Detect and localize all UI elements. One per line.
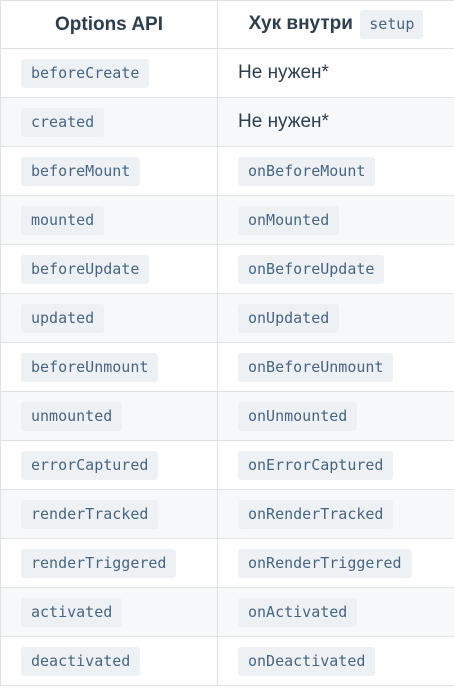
option-name-code: activated — [21, 597, 123, 627]
header-setup-hook: Хук внутри setup — [217, 0, 454, 49]
option-name-code: unmounted — [21, 401, 123, 431]
hook-cell: onUnmounted — [217, 391, 454, 441]
hook-cell: onErrorCaptured — [217, 440, 454, 490]
hook-cell: onDeactivated — [217, 636, 454, 686]
option-name-code: beforeCreate — [21, 58, 150, 88]
option-name-code: updated — [21, 303, 105, 333]
option-name-code: beforeUnmount — [21, 352, 159, 382]
table-row: updated onUpdated — [0, 293, 454, 343]
hook-name-code: onDeactivated — [238, 646, 376, 676]
table-row: renderTriggered onRenderTriggered — [0, 538, 454, 588]
option-name-code: renderTriggered — [21, 548, 177, 578]
hook-cell: onBeforeMount — [217, 146, 454, 196]
hook-cell: onBeforeUnmount — [217, 342, 454, 392]
hook-cell: onRenderTriggered — [217, 538, 454, 588]
table-row: beforeMount onBeforeMount — [0, 146, 454, 196]
table-row: activated onActivated — [0, 587, 454, 637]
hook-name-code: onRenderTriggered — [238, 548, 412, 578]
hook-name-code: onBeforeMount — [238, 156, 376, 186]
table-row: errorCaptured onErrorCaptured — [0, 440, 454, 490]
hook-name-code: onActivated — [238, 597, 358, 627]
table-row: beforeCreate Не нужен* — [0, 48, 454, 98]
option-cell: unmounted — [0, 391, 218, 441]
header-setup-code: setup — [360, 10, 424, 39]
hook-name-code: onRenderTracked — [238, 499, 394, 529]
header-options-api-label: Options API — [54, 13, 164, 35]
option-cell: beforeMount — [0, 146, 218, 196]
option-name-code: renderTracked — [21, 499, 159, 529]
hook-name-code: onUpdated — [238, 303, 340, 333]
hook-name-code: onBeforeUpdate — [238, 254, 385, 284]
table-row: renderTracked onRenderTracked — [0, 489, 454, 539]
option-cell: beforeUnmount — [0, 342, 218, 392]
table-row: beforeUpdate onBeforeUpdate — [0, 244, 454, 294]
option-cell: beforeUpdate — [0, 244, 218, 294]
table-row: created Не нужен* — [0, 97, 454, 147]
hook-name-code: onUnmounted — [238, 401, 358, 431]
header-options-api: Options API — [0, 0, 218, 49]
hook-note-text: Не нужен* — [238, 62, 329, 83]
hook-note-text: Не нужен* — [238, 111, 329, 132]
option-cell: mounted — [0, 195, 218, 245]
option-name-code: beforeMount — [21, 156, 141, 186]
table-row: deactivated onDeactivated — [0, 636, 454, 686]
option-name-code: errorCaptured — [21, 450, 159, 480]
header-setup-hook-label: Хук внутри — [248, 13, 353, 34]
option-cell: deactivated — [0, 636, 218, 686]
hook-cell: onMounted — [217, 195, 454, 245]
option-name-code: mounted — [21, 205, 105, 235]
hook-cell: Не нужен* — [217, 97, 454, 147]
option-cell: renderTracked — [0, 489, 218, 539]
option-cell: errorCaptured — [0, 440, 218, 490]
hook-cell: onActivated — [217, 587, 454, 637]
table-row: beforeUnmount onBeforeUnmount — [0, 342, 454, 392]
hook-cell: onBeforeUpdate — [217, 244, 454, 294]
hook-name-code: onErrorCaptured — [238, 450, 394, 480]
option-cell: activated — [0, 587, 218, 637]
hook-cell: onUpdated — [217, 293, 454, 343]
table-header-row: Options API Хук внутри setup — [0, 0, 454, 49]
option-name-code: beforeUpdate — [21, 254, 150, 284]
option-cell: updated — [0, 293, 218, 343]
hook-name-code: onBeforeUnmount — [238, 352, 394, 382]
option-cell: renderTriggered — [0, 538, 218, 588]
hook-cell: onRenderTracked — [217, 489, 454, 539]
option-cell: beforeCreate — [0, 48, 218, 98]
hook-cell: Не нужен* — [217, 48, 454, 98]
table-row: mounted onMounted — [0, 195, 454, 245]
table-row: unmounted onUnmounted — [0, 391, 454, 441]
option-cell: created — [0, 97, 218, 147]
hook-name-code: onMounted — [238, 205, 340, 235]
option-name-code: created — [21, 107, 105, 137]
option-name-code: deactivated — [21, 646, 141, 676]
